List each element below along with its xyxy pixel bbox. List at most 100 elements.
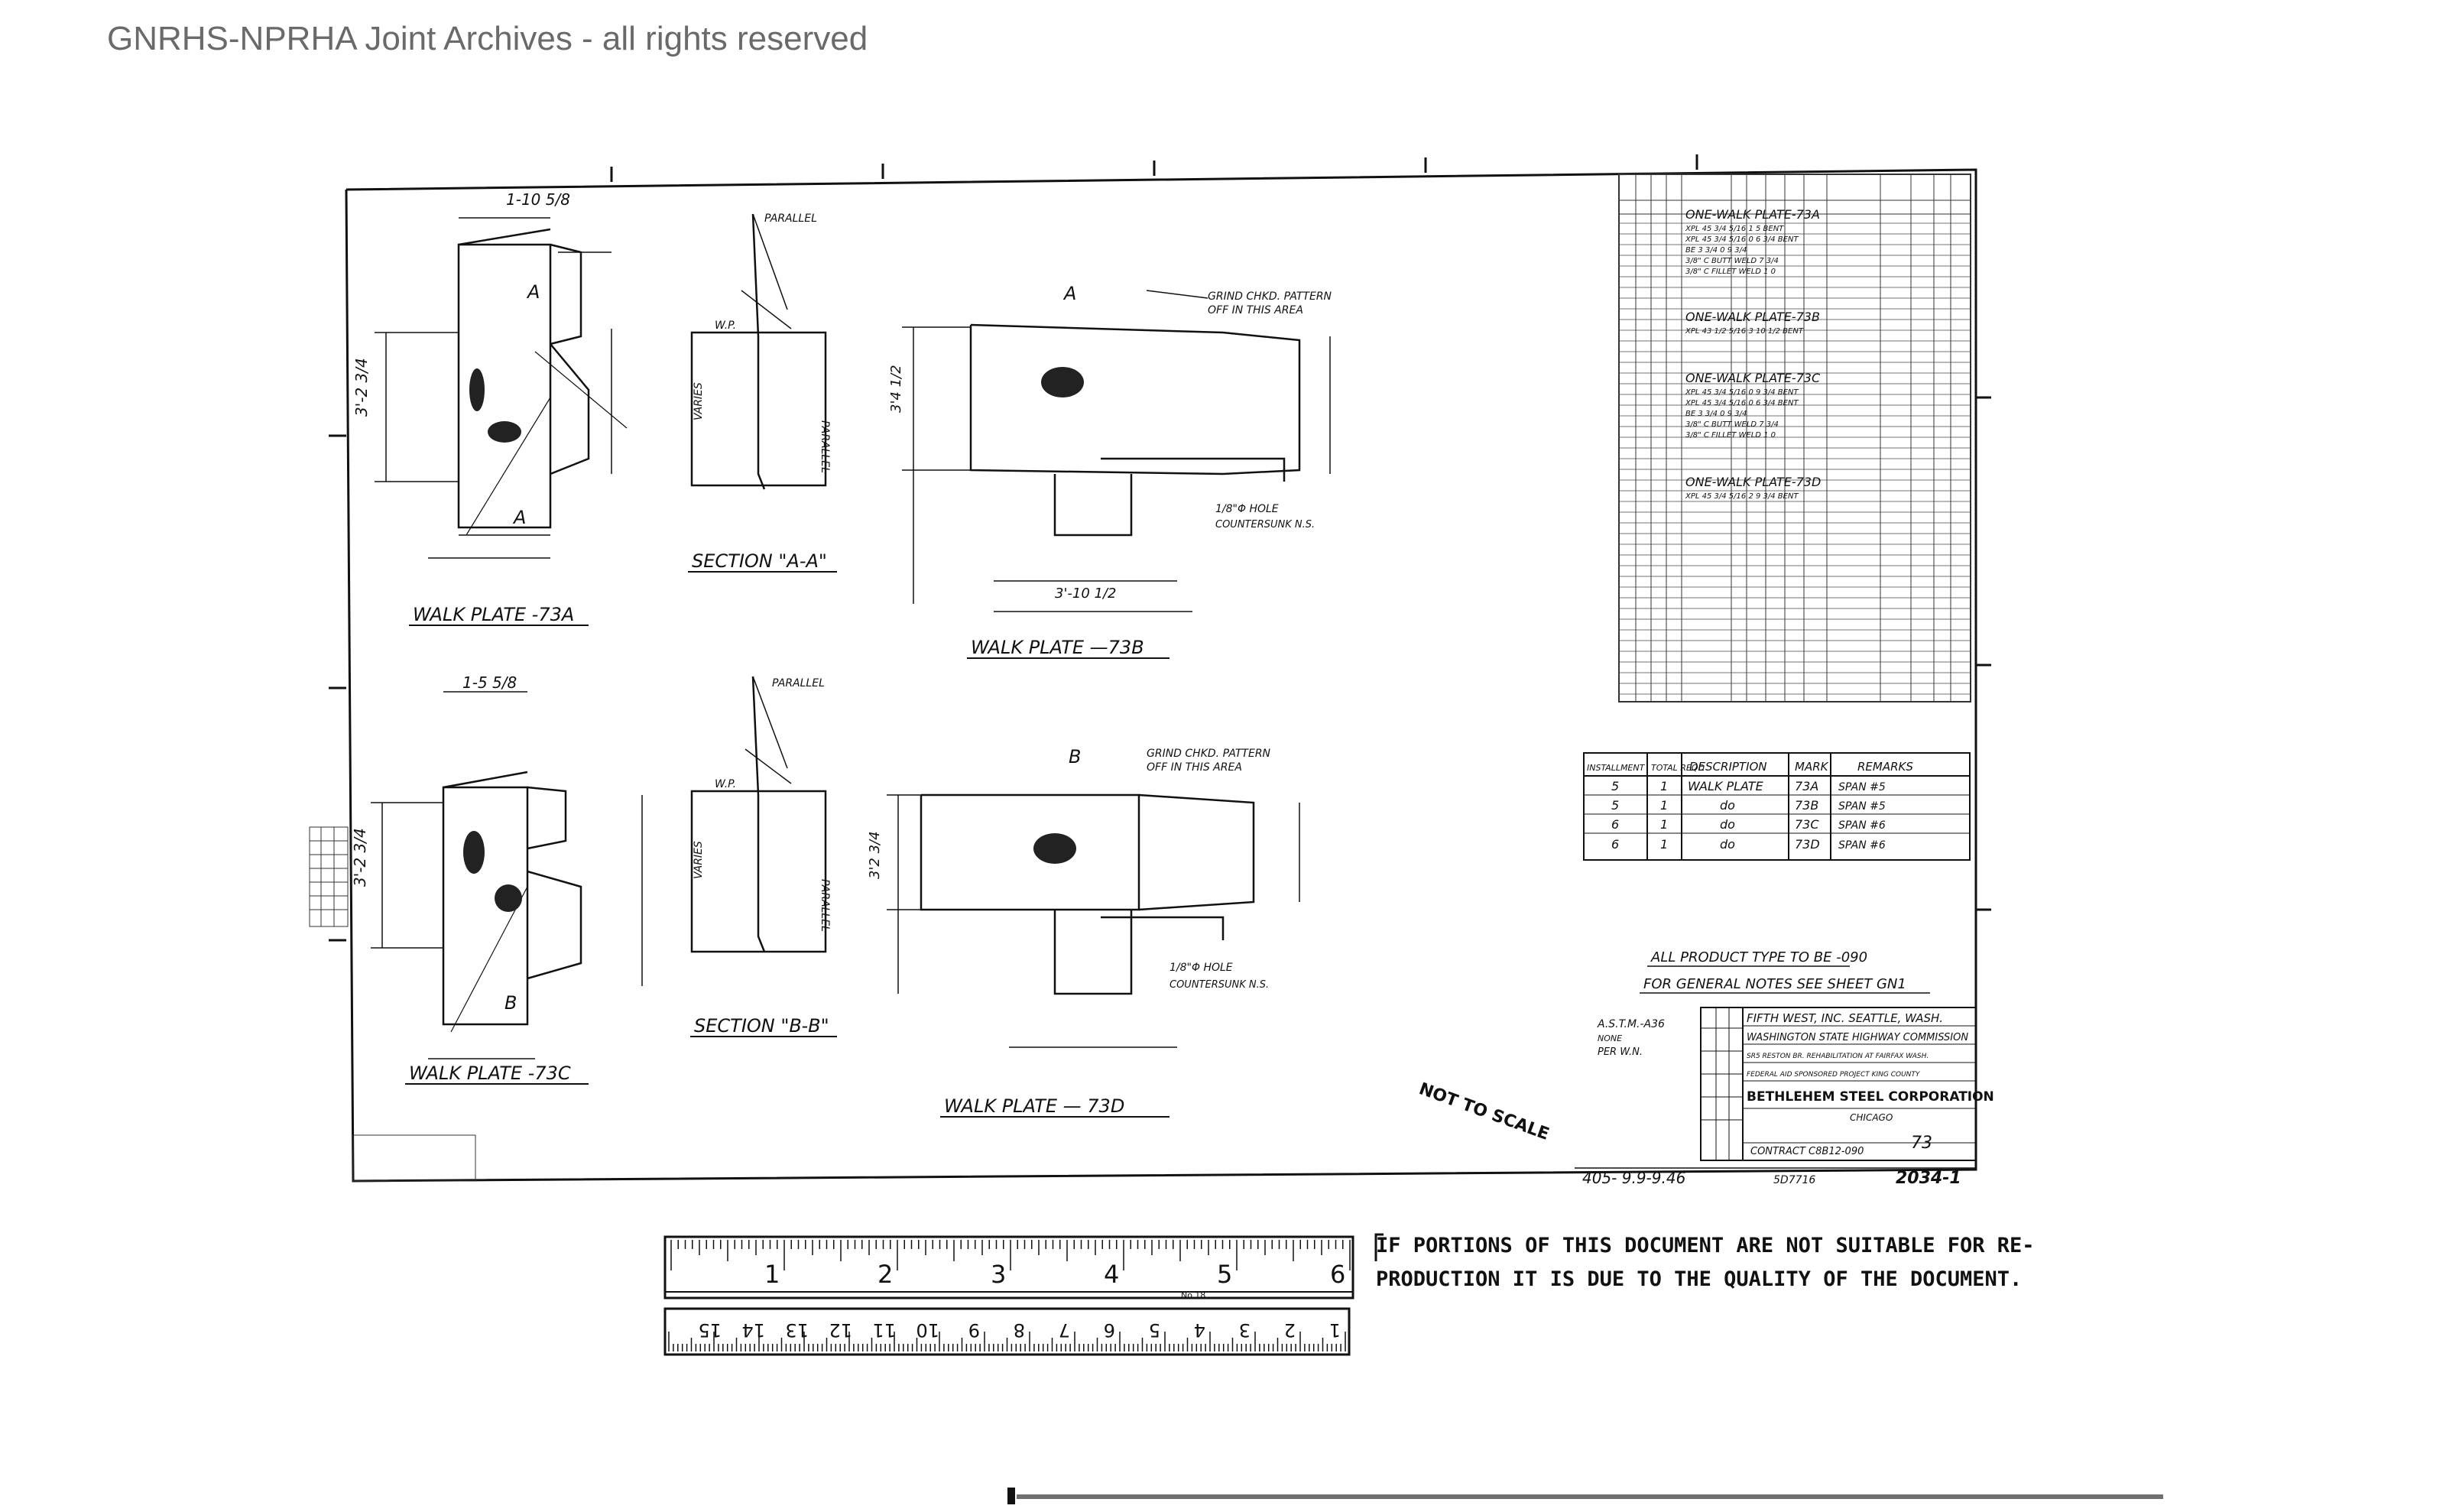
ruler-top-number: 4 [1104,1260,1119,1289]
view-walk-plate-73d [887,793,1300,1048]
ruler-bottom-number: 1 [1329,1319,1341,1341]
ref-right: 2034-1 [1896,1169,1961,1188]
title-line-4: FEDERAL AID SPONSORED PROJECT KING COUNT… [1747,1071,1921,1079]
label-parallel: PARALLEL [772,677,825,689]
bill-row: XPL 45 3/4 5/16 0 6 3/4 BENT [1685,399,1799,407]
title-left-note: NONE [1598,1033,1622,1043]
label-wp: W.P. [715,320,736,332]
ruler-bottom-number: 12 [829,1319,852,1341]
dim-73c-height: 3'-2 3/4 [351,828,369,887]
title-left-note: PER W.N. [1598,1046,1643,1058]
dim-73b-width: 3'-10 1/2 [1055,586,1117,602]
ref-mid: 5D7716 [1773,1174,1815,1186]
bill-group-title: ONE-WALK PLATE-73A [1685,207,1820,222]
label-hole: 1/8"Φ HOLE [1169,962,1233,974]
ruler-top-number: 6 [1330,1260,1345,1289]
ruler-bottom-number: 11 [872,1319,896,1341]
bill-row: 3/8" C FILLET WELD 1 0 [1685,431,1776,440]
schedule-cell: SPAN #5 [1838,800,1886,813]
bill-row: BE 3 3/4 0 9 3/4 [1685,410,1747,418]
notice-line-2: PRODUCTION IT IS DUE TO THE QUALITY OF T… [1376,1267,2023,1291]
schedule-cell: 5 [1611,779,1619,793]
dim-73d-height: 3'2 3/4 [867,831,883,879]
schedule-cell: 73B [1795,798,1818,813]
label-grind-area: OFF IN THIS AREA [1208,304,1303,316]
ruler-bottom-number: 9 [968,1319,980,1341]
checkered-pattern-mark [1041,367,1084,397]
bill-group-title: ONE-WALK PLATE-73D [1685,475,1821,489]
checkered-pattern-mark [1033,833,1076,864]
schedule-cell: 6 [1611,817,1619,832]
label-grind-pattern: GRIND CHKD. PATTERN [1147,748,1271,760]
title-section-aa: SECTION "A-A" [692,550,827,572]
schedule-cell: SPAN #5 [1838,781,1886,793]
view-section-bb [690,676,827,953]
section-mark-b: B [504,992,517,1014]
ruler-top-number: 3 [991,1260,1006,1289]
schedule-cell: 73C [1795,817,1819,832]
view-walk-plate-73b [902,290,1331,612]
bill-row: XPL 45 3/4 5/16 1 5 BENT [1685,225,1784,233]
schedule-cell: 73D [1795,837,1820,852]
material-spec: A.S.T.M.-A36 [1597,1018,1665,1030]
schedule-header: TOTAL REQD [1651,763,1705,773]
label-parallel: PARALLEL [764,213,817,225]
bill-row: XPL 43 1/2 5/16 3 10 1/2 BENT [1685,327,1804,336]
title-walk-plate-73c: WALK PLATE -73C [409,1063,571,1084]
ruler-bottom-number: 2 [1284,1319,1296,1341]
ruler-bottom-number: 15 [698,1319,722,1341]
checkered-pattern-mark [495,884,522,912]
title-block [1575,1007,1977,1169]
dim-73a-top: 1-10 5/8 [506,190,570,209]
dim-73b-height: 3'4 1/2 [888,365,904,413]
bill-row: 3/8" C FILLET WELD 1 0 [1685,268,1776,276]
ref-left: 405- 9.9-9.46 [1582,1169,1685,1187]
label-parallel: PARALLEL [819,420,831,473]
schedule-header: REMARKS [1857,760,1913,774]
ruler-bottom-number: 13 [785,1319,809,1341]
ruler-bottom-ticks [668,1332,1346,1351]
label-countersunk: COUNTERSUNK N.S. [1215,519,1315,530]
title-line-3: SR5 RESTON BR. REHABILITATION AT FAIRFAX… [1747,1053,1929,1060]
schedule-cell: do [1720,798,1735,813]
ruler-bottom-number: 6 [1104,1319,1115,1341]
checkered-pattern-mark [469,368,485,411]
title-walk-plate-73a: WALK PLATE -73A [413,604,574,625]
bill-group-title: ONE-WALK PLATE-73B [1685,310,1820,324]
archive-watermark: GNRHS-NPRHA Joint Archives - all rights … [107,20,868,57]
title-section-bb: SECTION "B-B" [694,1015,829,1037]
note-general-notes: FOR GENERAL NOTES SEE SHEET GN1 [1643,976,1906,992]
schedule-header: MARK [1795,760,1829,774]
schedule-cell: 1 [1660,779,1668,793]
schedule-cell: WALK PLATE [1688,779,1764,793]
bill-row: XPL 45 3/4 5/16 0 6 3/4 BENT [1685,235,1799,244]
section-mark-a: A [526,281,540,303]
reproduction-notice: IF PORTIONS OF THIS DOCUMENT ARE NOT SUI… [1376,1229,2035,1296]
label-varies: VARIES [693,382,705,420]
title-walk-plate-73d: WALK PLATE — 73D [944,1095,1124,1117]
schedule-cell: 1 [1660,817,1668,832]
sheet-border [345,168,1977,1183]
ruler-top-ticks [670,1240,1351,1270]
view-walk-plate-73c [371,691,643,1059]
schedule-cell: do [1720,817,1735,832]
ruler-bottom-number: 8 [1014,1319,1025,1341]
not-to-scale: NOT TO SCALE [1416,1079,1552,1144]
checkered-pattern-mark [463,831,485,874]
label-parallel: PARALLEL [819,879,831,932]
schedule-cell: 73A [1795,779,1818,793]
view-walk-plate-73a [375,217,628,559]
left-edge-grid [309,826,476,1182]
label-wp: W.P. [715,778,736,790]
bill-row: XPL 45 3/4 5/16 2 9 3/4 BENT [1685,492,1799,501]
schedule-table [1583,752,1971,861]
view-section-aa [690,213,827,490]
ruler-bottom-number: 4 [1194,1319,1205,1341]
section-mark-b: B [1069,746,1081,767]
sheet-number: 73 [1911,1134,1932,1153]
notice-line-1: IF PORTIONS OF THIS DOCUMENT ARE NOT SUI… [1376,1234,2035,1257]
schedule-cell: 1 [1660,798,1668,813]
bill-group-title: ONE-WALK PLATE-73C [1685,371,1821,385]
ruler-bottom-number: 5 [1149,1319,1160,1341]
shop-bill-rows [1619,222,1971,695]
